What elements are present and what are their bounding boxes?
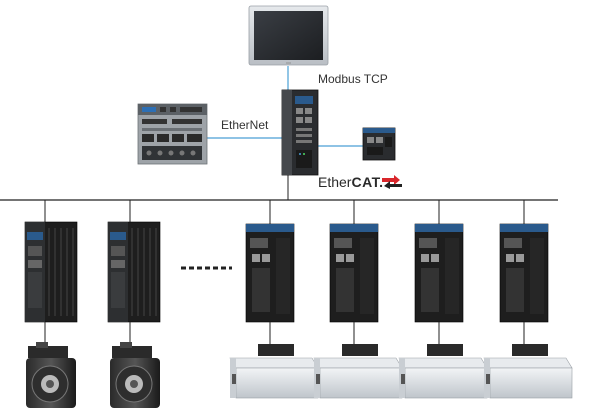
servo-drive-1-icon [24,221,78,323]
ethercat-io-module-icon [362,127,396,161]
network-links [0,66,558,270]
actuator-links [44,322,525,346]
servo-motor-1-icon [26,342,76,408]
ethercat-logo-suffix: CAT. [351,174,384,190]
modbus-tcp-label: Modbus TCP [318,72,388,86]
linear-stage-2-icon [313,344,403,399]
ethercat-logo-prefix: Ether [318,174,352,190]
linear-drive-4-icon [499,223,549,323]
linear-drive-1-icon [245,223,295,323]
servo-motor-2-icon [110,342,160,408]
ethercat-arrows-icon [382,175,402,189]
motion-controller-icon [281,89,319,176]
linear-drive-3-icon [414,223,464,323]
touch-panel-hmi-icon [248,5,329,66]
industrial-pc-icon [137,103,208,165]
linear-drive-2-icon [329,223,379,323]
ethercat-logo: EtherCAT. [318,174,402,190]
linear-stage-1-icon [229,344,319,399]
ethernet-label: EtherNet [221,118,269,132]
linear-stage-3-icon [398,344,488,399]
linear-stage-4-icon [483,344,573,399]
servo-drive-2-icon [107,221,161,323]
